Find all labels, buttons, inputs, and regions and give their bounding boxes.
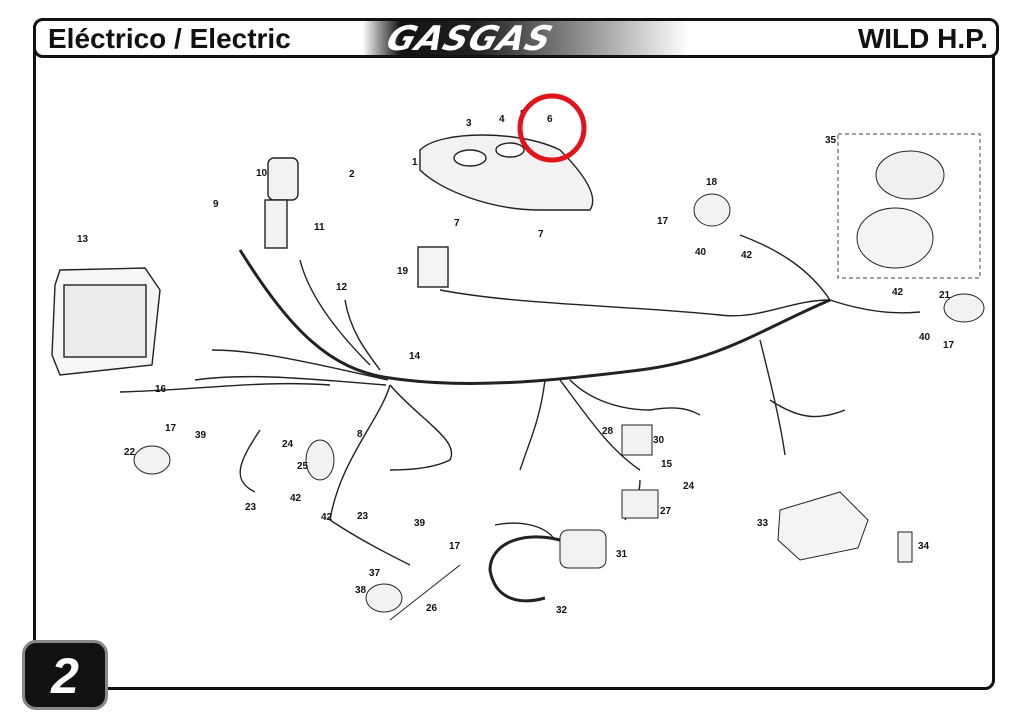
callout-label: 3 [466,118,472,129]
callout-label: 26 [426,603,438,614]
callout-label: 31 [616,549,628,560]
callout-label: 7 [454,218,460,229]
callout-label: 42 [321,512,333,523]
callout-label: 8 [357,429,363,440]
callout-label: 24 [683,481,695,492]
callout-label: 42 [741,250,753,261]
callout-label: 28 [602,426,614,437]
model-title: WILD H.P. [857,23,988,54]
callout-label: 37 [369,568,381,579]
callout-label: 10 [256,168,268,179]
callout-label: 17 [657,216,669,227]
page-number: 2 [51,648,79,704]
callout-label: 13 [77,234,89,245]
callout-label: 16 [155,384,167,395]
callout-label: 27 [660,506,672,517]
callout-label: 22 [124,447,136,458]
callout-label: 42 [892,287,904,298]
callout-label: 39 [414,518,426,529]
callout-label: 25 [297,461,309,472]
callout-label: 24 [282,439,294,450]
callout-label: 32 [556,605,568,616]
callout-label: 38 [355,585,367,596]
callout-label: 19 [397,266,409,277]
callout-label: 40 [695,247,707,258]
callout-label: 1 [412,157,418,168]
callout-label: 34 [918,541,930,552]
header-bar: Eléctrico / Electric GASGAS WILD H.P. [33,18,999,58]
callout-label: 40 [919,332,931,343]
callout-label: 12 [336,282,348,293]
callout-label: 2 [349,169,355,180]
page-tab: 2 [22,640,108,710]
callout-label: 17 [449,541,461,552]
callout-label: 30 [653,435,665,446]
callout-label: 23 [245,502,257,513]
callout-label: 42 [290,493,302,504]
callout-label: 11 [314,222,325,233]
callout-label: 21 [939,290,951,301]
callout-label: 17 [165,423,177,434]
callout-label: 33 [757,518,769,529]
callout-labels: 1 2 3 4 5 6 7 7 8 9 10 11 12 13 14 15 16… [77,109,955,616]
callout-label: 35 [825,135,837,146]
callout-label: 17 [943,340,955,351]
section-title: Eléctrico / Electric [48,23,291,54]
callout-label: 9 [213,199,219,210]
callout-label: 23 [357,511,369,522]
callout-label: 15 [661,459,673,470]
callout-label: 18 [706,177,718,188]
callout-label: 14 [409,351,421,362]
callout-label: 6 [547,114,553,125]
highlight-circle [517,93,587,163]
callout-label: 39 [195,430,207,441]
callout-label: 7 [538,229,544,240]
callout-label: 4 [499,114,505,125]
